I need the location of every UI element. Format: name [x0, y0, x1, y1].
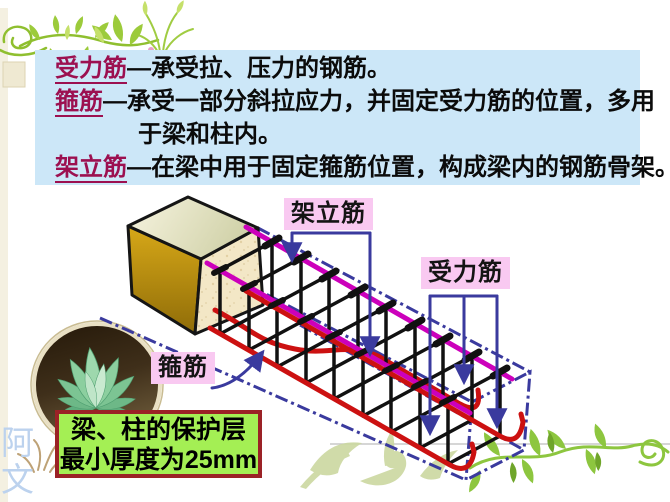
- watermark-char-2: 文: [1, 461, 34, 498]
- pointer-arrows: [210, 231, 508, 437]
- concrete-block: [126, 195, 265, 336]
- definition-line: 架立筋—在梁中用于固定箍筋位置，构成梁内的钢筋骨架。: [55, 151, 670, 184]
- label-jialijin: 架立筋: [284, 198, 373, 230]
- definition-box: 受力筋—承受拉、压力的钢筋。 箍筋—承受一部分斜拉应力，并固定受力筋的位置，多用…: [35, 50, 670, 185]
- watermark: 阿 文: [1, 424, 35, 498]
- watermark-char-1: 阿: [1, 424, 34, 461]
- note-line-1: 梁、柱的保护层: [70, 416, 246, 444]
- label-gujin: 箍筋: [151, 352, 215, 384]
- beam-diagram: [99, 195, 532, 483]
- main-bars: [207, 288, 526, 471]
- term-shoulijin: 受力筋: [55, 55, 127, 84]
- definition-text: —承受拉、压力的钢筋。: [127, 55, 391, 82]
- bottom-flourish: [300, 422, 670, 495]
- definition-line: 箍筋—承受一部分斜拉应力，并固定受力筋的位置，多用: [55, 85, 655, 118]
- top-flourish: [0, 0, 194, 66]
- definition-line: 受力筋—承受拉、压力的钢筋。: [55, 52, 640, 85]
- label-shoulijin: 受力筋: [421, 257, 510, 289]
- definition-continuation: 于梁和柱内。: [138, 121, 282, 148]
- term-gujin: 箍筋: [55, 88, 103, 117]
- cover-thickness-note: 梁、柱的保护层 最小厚度为25mm: [55, 410, 262, 478]
- note-line-2: 最小厚度为25mm: [59, 446, 258, 474]
- definition-text: —承受一部分斜拉应力，并固定受力筋的位置，多用: [103, 88, 655, 115]
- definition-text: —在梁中用于固定箍筋位置，构成梁内的钢筋骨架。: [127, 154, 670, 181]
- left-edge-strip: [0, 8, 26, 502]
- term-jialijin: 架立筋: [55, 154, 127, 183]
